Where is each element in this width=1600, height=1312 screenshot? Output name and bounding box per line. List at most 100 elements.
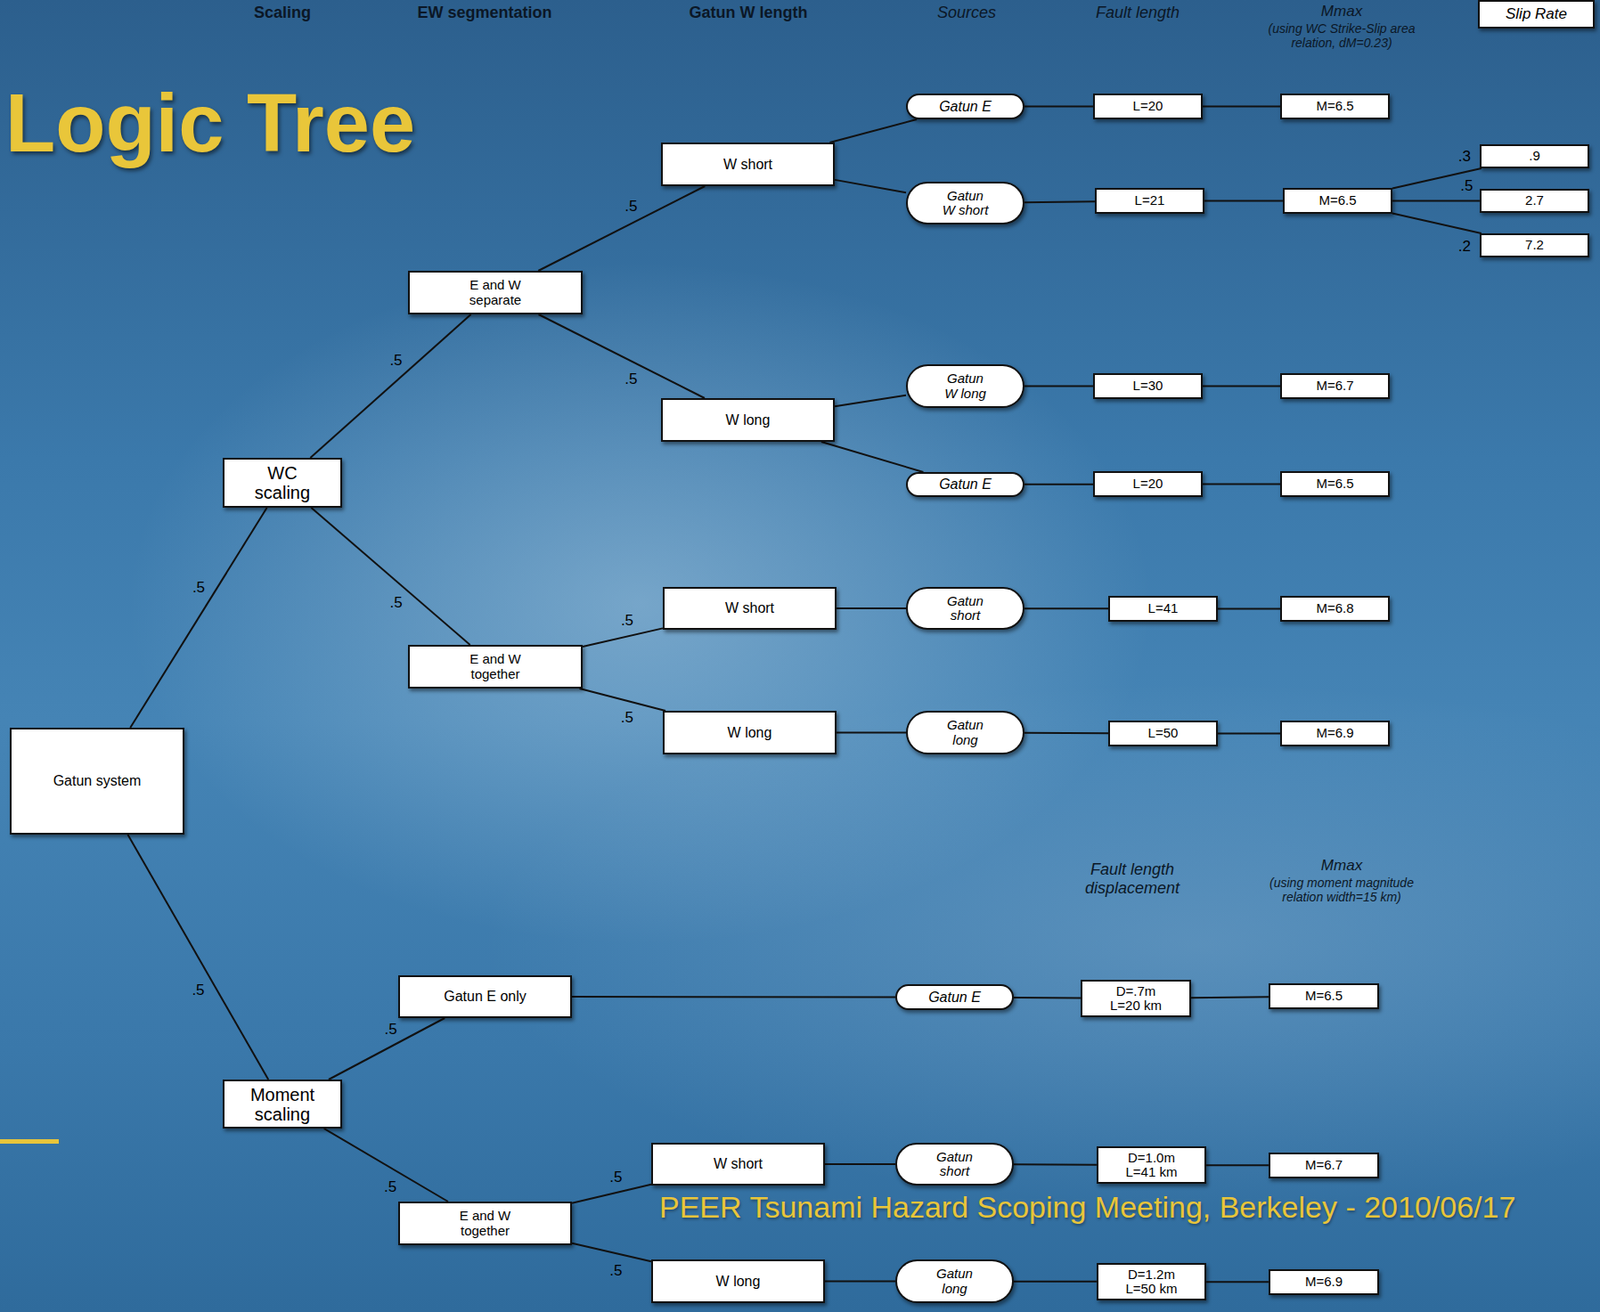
- branch-line: [310, 314, 471, 458]
- column-header: Fault length: [1095, 3, 1180, 23]
- source-pill: Gatun E: [895, 984, 1014, 1011]
- branch-line: [1202, 106, 1281, 108]
- branch-line: [1392, 212, 1482, 234]
- branch-weight: .3: [1458, 147, 1471, 164]
- branch-line: [1024, 200, 1095, 204]
- logic-box: Moment scaling: [222, 1079, 343, 1129]
- node-text: D=1.0m L=41 km: [1124, 1151, 1180, 1181]
- node-text: L=21: [1134, 193, 1166, 209]
- node-text: Gatun E: [938, 98, 992, 115]
- logic-box: W short: [651, 1142, 825, 1186]
- node-text: WC scaling: [246, 463, 319, 503]
- logic-box: M=6.9: [1268, 1269, 1380, 1296]
- node-text: L=20: [1133, 476, 1164, 492]
- logic-box: E and W together: [398, 1201, 572, 1246]
- branch-line: [836, 732, 907, 735]
- logic-box: D=.7m L=20 km: [1080, 979, 1192, 1018]
- logic-box: W long: [661, 398, 835, 442]
- logic-box: M=6.5: [1268, 983, 1380, 1010]
- logic-box: WC scaling: [222, 457, 343, 508]
- branch-line: [579, 688, 666, 711]
- branch-weight: .5: [192, 579, 205, 596]
- title: Logic Tree: [5, 81, 416, 164]
- node-text: Gatun system: [53, 773, 142, 790]
- branch-weight: .5: [620, 612, 634, 629]
- pill-shape: [906, 365, 1024, 408]
- logic-box: D=1.2m L=50 km: [1096, 1263, 1207, 1301]
- node-text: M=6.7: [1315, 378, 1354, 394]
- node-text: M=6.5: [1305, 988, 1343, 1005]
- logic-box: L=20: [1093, 471, 1203, 498]
- branch-line: [1013, 1163, 1097, 1166]
- pill-shape: [906, 94, 1024, 119]
- logic-box: W long: [651, 1259, 825, 1304]
- node-text: M=6.7: [1305, 1158, 1343, 1174]
- source-pill: Gatun long: [906, 710, 1025, 755]
- branch-line: [582, 628, 663, 647]
- node-text: W short: [723, 156, 773, 173]
- branch-weight: .5: [620, 710, 634, 726]
- node-text: M=6.5: [1318, 193, 1356, 209]
- node-text: E and W together: [459, 652, 531, 682]
- node-text: Gatun long: [939, 718, 992, 748]
- branch-line: [571, 995, 896, 998]
- branch-line: [1204, 200, 1283, 203]
- node-text: Gatun short: [929, 1150, 981, 1180]
- logic-box: M=6.5: [1280, 93, 1390, 120]
- node-text: L=20: [1133, 98, 1164, 115]
- logic-box: Gatun E only: [398, 975, 572, 1019]
- node-text: M=6.8: [1315, 601, 1354, 617]
- branch-line: [1217, 733, 1281, 735]
- logic-box: W short: [662, 587, 837, 630]
- branch-line: [1024, 385, 1094, 388]
- logic-box: M=6.5: [1280, 471, 1390, 498]
- logic-box: L=20: [1093, 93, 1203, 120]
- column-header: Sources: [937, 3, 996, 23]
- logic-box: M=6.5: [1282, 187, 1393, 214]
- node-text: D=1.2m L=50 km: [1124, 1267, 1180, 1298]
- logic-box: W long: [662, 710, 837, 755]
- branch-weight: .5: [384, 1020, 398, 1037]
- node-text: M=6.5: [1315, 98, 1354, 115]
- branch-weight: .2: [1458, 238, 1471, 254]
- node-text: M=6.5: [1315, 476, 1354, 492]
- node-text: Gatun E: [928, 989, 981, 1006]
- node-text: Gatun short: [939, 594, 992, 624]
- branch-line: [571, 1243, 652, 1262]
- branch-line: [1392, 200, 1480, 203]
- column-header: Mmax: [1321, 857, 1363, 875]
- pill-shape: [906, 182, 1024, 224]
- pill-shape: [906, 711, 1024, 754]
- node-text: Gatun long: [929, 1266, 981, 1297]
- node-text: 2.7: [1525, 193, 1544, 209]
- node-text: 7.2: [1525, 237, 1544, 254]
- pill-shape: [906, 587, 1024, 629]
- logic-box: E and W separate: [408, 270, 583, 315]
- node-text: Gatun E: [938, 476, 992, 493]
- source-pill: Gatun E: [906, 93, 1025, 120]
- branch-line: [1024, 483, 1094, 486]
- logic-box: L=21: [1094, 187, 1205, 214]
- column-header: Fault length displacement: [1074, 860, 1191, 898]
- branch-line: [571, 1184, 652, 1204]
- branch-weight: .5: [624, 371, 637, 387]
- node-text: .9: [1528, 148, 1541, 164]
- node-text: W short: [713, 1156, 763, 1173]
- logic-box: M=6.8: [1280, 595, 1390, 622]
- node-text: E and W separate: [459, 277, 531, 308]
- node-text: Gatun W long: [939, 371, 992, 401]
- node-text: L=41: [1148, 601, 1179, 617]
- logic-box: M=6.9: [1280, 720, 1390, 747]
- branch-line: [127, 834, 269, 1080]
- branch-line: [821, 441, 923, 473]
- branch-line: [310, 507, 470, 645]
- node-text: W long: [727, 725, 773, 742]
- branch-line: [324, 1128, 449, 1202]
- logic-box: L=41: [1108, 595, 1218, 622]
- branch-line: [824, 1163, 896, 1166]
- branch-line: [1202, 483, 1281, 486]
- node-text: W short: [725, 600, 775, 617]
- column-header: EW segmentation: [416, 3, 552, 23]
- column-note: (using moment magnitude relation width=1…: [1261, 875, 1422, 905]
